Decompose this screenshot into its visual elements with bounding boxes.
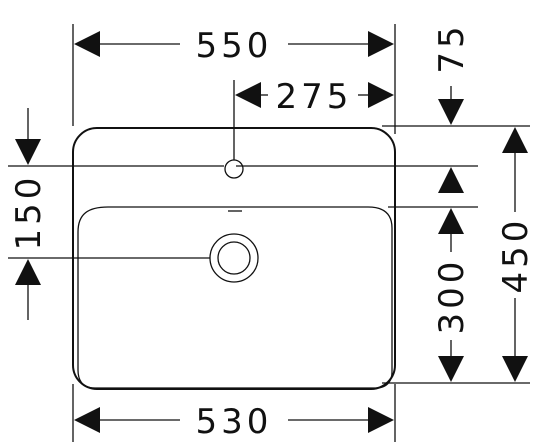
tap-hole — [224, 159, 244, 179]
dim-275-arrow-right — [368, 82, 394, 108]
drain-outer — [209, 233, 259, 283]
dim-450-label: 450 — [496, 217, 536, 294]
dim-75-arrow — [438, 99, 464, 125]
dim-150-arrow-top — [15, 139, 41, 165]
dim-300-arrow-top — [438, 208, 464, 234]
dim-530-label: 530 — [196, 402, 273, 442]
dim-450-arrow-top — [502, 127, 528, 153]
dim-275-label: 275 — [276, 77, 353, 117]
dim-550-arrow-right — [368, 31, 394, 57]
drain-inner — [217, 241, 251, 275]
dim-550-arrow-left — [74, 31, 100, 57]
dim-150-arrow-bottom — [15, 259, 41, 285]
dim-275-arrow-left — [235, 82, 261, 108]
bowl-inner-outline — [77, 206, 393, 389]
dim-300-arrow-top-out — [438, 167, 464, 193]
dim-300-arrow-bottom — [438, 356, 464, 382]
dim-450-arrow-bottom — [502, 356, 528, 382]
dim-75-label: 75 — [432, 22, 472, 73]
dim-300-label: 300 — [432, 258, 472, 335]
dim-530-arrow-left — [74, 407, 100, 433]
dim-150-label: 150 — [9, 174, 49, 251]
dim-530-arrow-right — [368, 407, 394, 433]
dim-550-label: 550 — [196, 26, 273, 66]
